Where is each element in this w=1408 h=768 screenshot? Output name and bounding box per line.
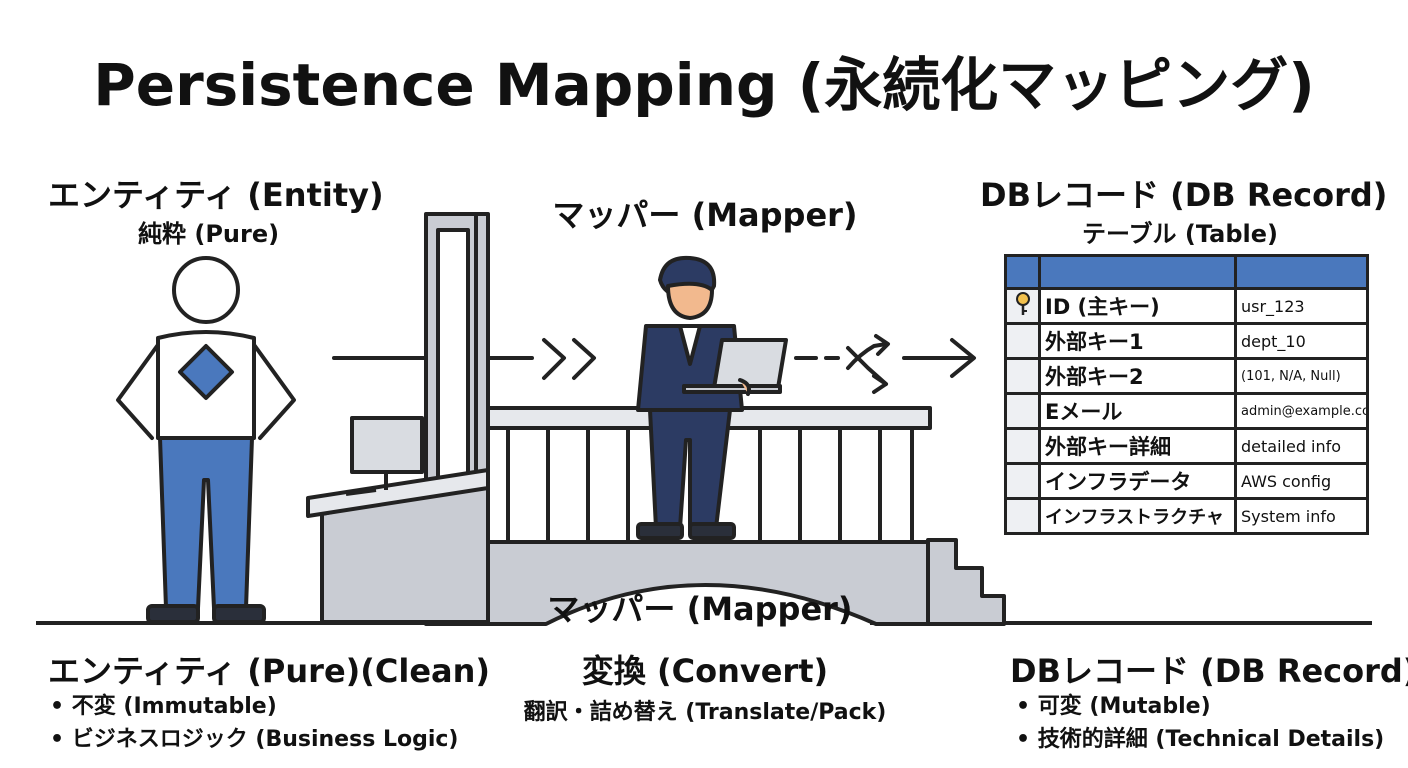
mapper-person (636, 255, 788, 540)
table-field: 外部キー1 (1038, 322, 1237, 360)
mapper-pants (648, 408, 732, 530)
entity-figure (116, 256, 296, 624)
entity-right-arm (250, 340, 296, 440)
bridge (486, 406, 1006, 626)
table-value: dept_10 (1234, 322, 1369, 360)
entity-legs (158, 436, 254, 610)
table-row: インフラデータ AWS config (1004, 462, 1369, 500)
db-subheading: テーブル (Table) (1081, 220, 1278, 248)
db-record-table: ID (主キー) usr_123 外部キー1 dept_10 外部キー2 (10… (1004, 254, 1369, 535)
db-heading: DBレコード (DB Record) (980, 176, 1388, 214)
laptop-icon (712, 338, 788, 390)
table-field: Eメール (1038, 392, 1237, 430)
list-item: 技術的詳細 (Technical Details) (1016, 723, 1385, 756)
mapper-heading: マッパー (Mapper) (552, 196, 858, 234)
table-value: detailed info (1234, 427, 1369, 465)
table-value: AWS config (1234, 462, 1369, 500)
entity-diamond-icon (178, 344, 234, 400)
table-row: 外部キー2 (101, N/A, Null) (1004, 357, 1369, 395)
arrow-head-icon (950, 338, 976, 378)
entity-heading: エンティティ (Entity) (48, 176, 384, 214)
entity-head (172, 256, 240, 324)
table-field: ID (主キー) (1038, 287, 1237, 325)
table-field: インフラストラクチャ (1038, 497, 1237, 535)
table-row: 外部キー詳細 detailed info (1004, 427, 1369, 465)
entity-subheading: 純粋 (Pure) (138, 220, 280, 248)
mapper-bottom-heading: 変換 (Convert) (581, 652, 829, 690)
db-bullets: 可変 (Mutable) 技術的詳細 (Technical Details) (1016, 690, 1385, 756)
list-item: 可変 (Mutable) (1016, 690, 1384, 723)
table-row: Eメール admin@example.com (1004, 392, 1369, 430)
entity-left-arm (116, 340, 162, 440)
bridge-arch (486, 540, 930, 626)
chevron-right-icon (542, 338, 566, 380)
chevron-right-icon-2 (572, 338, 596, 380)
table-field: インフラデータ (1038, 462, 1237, 500)
entity-bottom-heading: エンティティ (Pure)(Clean) (48, 652, 491, 690)
db-bottom-heading: DBレコード (DB Record) (1010, 652, 1408, 690)
key-icon (1015, 292, 1030, 315)
entity-right-shoe (212, 604, 266, 624)
diagram-title: Persistence Mapping (永続化マッピング) (93, 51, 1315, 119)
table-value: usr_123 (1234, 287, 1369, 325)
list-item: ビジネスロジック (Business Logic) (50, 723, 459, 756)
table-field: 外部キー2 (1038, 357, 1237, 395)
entity-bullets: 不変 (Immutable) ビジネスロジック (Business Logic) (50, 690, 459, 756)
table-row: 外部キー1 dept_10 (1004, 322, 1369, 360)
table-field: 外部キー詳細 (1038, 427, 1237, 465)
table-value: admin@example.com (1234, 392, 1369, 430)
table-value: System info (1234, 497, 1369, 535)
bridge-label: マッパー (Mapper) (547, 590, 853, 628)
mapper-bottom-sub: 翻訳・詰め替え (Translate/Pack) (523, 700, 887, 725)
list-item: 不変 (Immutable) (50, 690, 458, 723)
kiosk-monitor (350, 416, 424, 474)
table-row: インフラストラクチャ System info (1004, 497, 1369, 535)
mapper-face (666, 281, 714, 320)
table-header-row (1004, 254, 1369, 290)
table-row: ID (主キー) usr_123 (1004, 287, 1369, 325)
entity-left-shoe (146, 604, 200, 624)
flow-arrows (332, 334, 976, 394)
bridge-stairs (926, 538, 1006, 626)
table-value: (101, N/A, Null) (1234, 357, 1369, 395)
kiosk (306, 416, 490, 624)
